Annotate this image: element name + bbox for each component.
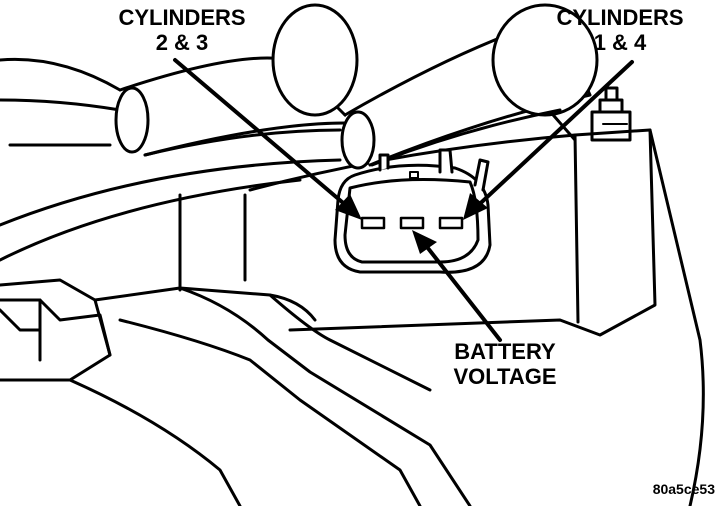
- arrow-battery-voltage: [418, 236, 502, 342]
- arrowhead-battery-voltage: [412, 230, 437, 254]
- engine-lower-section: [0, 278, 472, 506]
- connector-pins: [360, 216, 464, 230]
- label-battery-voltage-line2: VOLTAGE: [453, 363, 557, 389]
- coil-terminal-nut: [590, 86, 632, 142]
- arrow-heads: [335, 193, 488, 254]
- label-cylinders-1-4-line1: CYLINDERS: [556, 5, 684, 30]
- leader-arrows: [173, 58, 634, 342]
- pin-cylinders-1-4: [438, 216, 464, 230]
- label-battery-voltage-line1: BATTERY: [454, 339, 556, 364]
- pin-battery-voltage: [399, 216, 425, 230]
- figure-id: 80a5ce53: [652, 481, 715, 497]
- label-cylinders-2-3-line2: 2 & 3: [155, 29, 209, 55]
- label-battery-voltage: BATTERY VOLTAGE: [425, 339, 585, 389]
- arrow-cylinders-1-4: [468, 60, 634, 215]
- label-cylinders-2-3-line1: CYLINDERS: [118, 5, 246, 30]
- arrow-cylinders-2-3: [173, 58, 357, 215]
- label-cylinders-1-4: CYLINDERS 1 & 4: [530, 5, 710, 55]
- spark-plug-wire-right: [340, 3, 599, 170]
- arrowhead-cylinders-1-4: [463, 193, 488, 220]
- arrowhead-cylinders-2-3: [335, 194, 362, 220]
- engine-background-lines: [0, 57, 577, 292]
- spark-plug-wire-left: [114, 3, 382, 157]
- label-cylinders-2-3: CYLINDERS 2 & 3: [92, 5, 272, 55]
- label-cylinders-1-4-line2: 1 & 4: [593, 29, 647, 55]
- pin-cylinders-2-3: [360, 216, 386, 230]
